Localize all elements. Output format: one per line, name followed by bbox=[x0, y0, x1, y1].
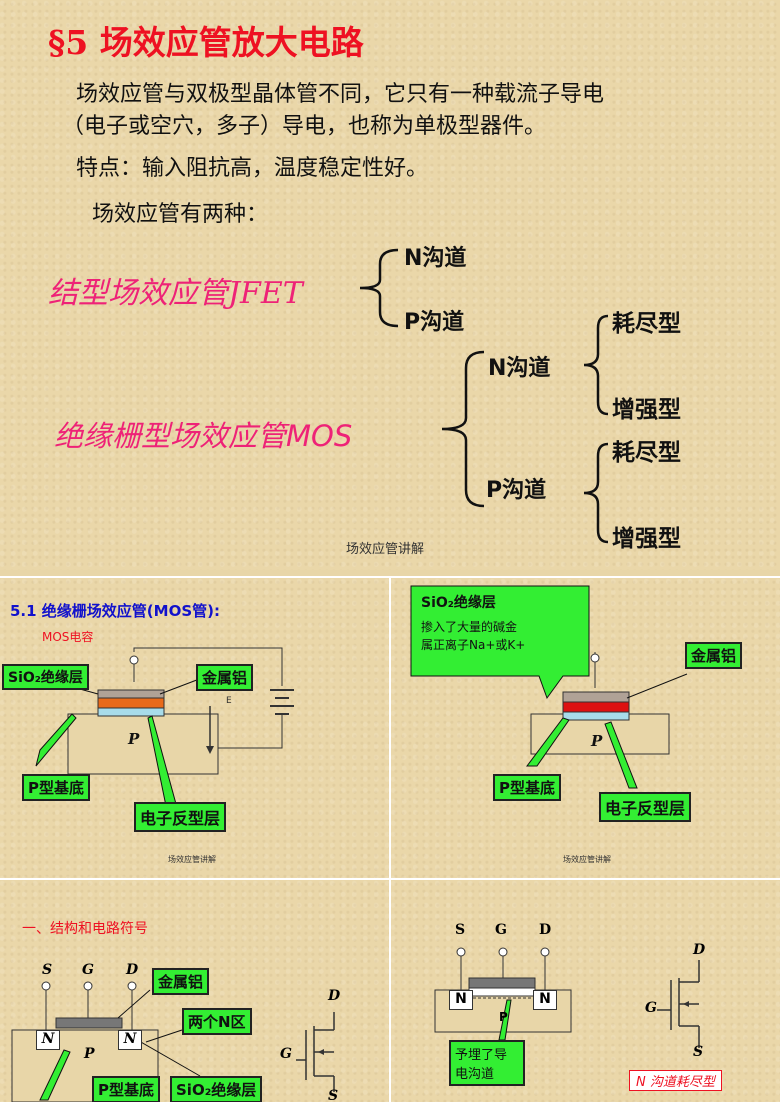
mos-n-depletion: 耗尽型 bbox=[612, 311, 681, 337]
slide5-caption: N 沟道耗尽型 bbox=[629, 1070, 722, 1091]
slide5-drain-label: D bbox=[539, 922, 552, 938]
slide-footer: 场效应管讲解 bbox=[346, 542, 425, 557]
jfet-label: 结型场效应管JFET bbox=[48, 276, 303, 311]
slide5-note-line-1: 予埋了导 bbox=[455, 1048, 508, 1063]
slide3-metal-label: 金属铝 bbox=[685, 642, 743, 669]
slide4-source-label: S bbox=[42, 962, 53, 978]
slide-mos-capacitor: 5.1 绝缘栅场效应管(MOS管): MOS电容 SiO₂绝缘层 金属铝 P E… bbox=[0, 578, 389, 878]
slide2-sub: MOS电容 bbox=[42, 630, 94, 644]
slide4-symbol-g: G bbox=[280, 1046, 292, 1062]
kinds-line: 场效应管有两种： bbox=[92, 202, 269, 227]
slide-structure: 一、结构和电路符号 S G D 金属铝 两个N区 N N P P型基底 SiO₂… bbox=[0, 880, 389, 1102]
sio2-label: SiO₂绝缘层 bbox=[2, 664, 89, 690]
slide5-symbol-s: S bbox=[693, 1044, 704, 1060]
mos-p-depletion: 耗尽型 bbox=[612, 440, 681, 466]
slide3-p-letter: P bbox=[591, 732, 603, 750]
slide4-drain-label: D bbox=[126, 962, 139, 978]
slide5-p-letter: P bbox=[499, 1010, 508, 1024]
slide5-symbol-d: D bbox=[693, 942, 706, 958]
slide-overview: §5 场效应管放大电路 场效应管与双极型晶体管不同，它只有一种载流子导电 （电子… bbox=[0, 0, 780, 570]
slide4-symbol-d: D bbox=[328, 988, 341, 1004]
mos-label: 绝缘栅型场效应管MOS bbox=[54, 419, 353, 453]
intro-line-1: 场效应管与双极型晶体管不同，它只有一种载流子导电 bbox=[76, 82, 605, 107]
slide4-sio2-label: SiO₂绝缘层 bbox=[170, 1076, 263, 1102]
slide5-symbol-g: G bbox=[645, 1000, 657, 1016]
mos-capacitor-diagram bbox=[35, 647, 294, 807]
grid-divider-v bbox=[389, 578, 391, 1102]
intro-line-2: （电子或空穴，多子）导电，也称为单极型器件。 bbox=[62, 114, 547, 139]
slide4-gate-label: G bbox=[82, 962, 94, 978]
features-line: 特点：输入阻抗高，温度稳定性好。 bbox=[76, 156, 429, 181]
battery-e-label: E bbox=[226, 696, 232, 706]
slide5-channel-note: 予埋了导 电沟道 bbox=[449, 1040, 525, 1086]
mos-p-brace bbox=[583, 442, 609, 544]
slide-title: §5 场效应管放大电路 bbox=[48, 23, 364, 62]
slide5-source-label: S bbox=[455, 922, 466, 938]
mos-n-brace bbox=[583, 314, 609, 416]
slide2-footer: 场效应管讲解 bbox=[168, 855, 216, 864]
grid-divider-h1 bbox=[0, 576, 780, 578]
mos-p-enhancement: 增强型 bbox=[612, 526, 681, 552]
slide-depletion-type: S G D N N P 予埋了导 电沟道 D G S N 沟道耗尽型 bbox=[391, 880, 780, 1102]
slide4-metal-label: 金属铝 bbox=[152, 968, 210, 995]
mos-n-enhancement: 增强型 bbox=[612, 397, 681, 423]
slide3-note-line-1: 掺入了大量的碱金 bbox=[421, 620, 518, 634]
slide4-n-region-right: N bbox=[118, 1030, 142, 1050]
slide5-n-region-right: N bbox=[533, 990, 557, 1010]
metal-label: 金属铝 bbox=[196, 664, 254, 691]
slide5-gate-label: G bbox=[495, 922, 507, 938]
slide4-p-letter: P bbox=[84, 1046, 95, 1062]
slide4-two-n-label: 两个N区 bbox=[182, 1008, 252, 1035]
slide3-sio2-title: SiO₂绝缘层 bbox=[421, 595, 496, 611]
slide4-heading: 一、结构和电路符号 bbox=[22, 921, 148, 937]
jfet-p-channel: P沟道 bbox=[404, 310, 465, 335]
mos-n-channel: N沟道 bbox=[488, 356, 551, 381]
slide4-n-region-left: N bbox=[36, 1030, 60, 1050]
slide3-inversion-layer-label: 电子反型层 bbox=[599, 792, 692, 822]
slide5-n-region-left: N bbox=[449, 990, 473, 1010]
slide3-note-line-2: 属正离子Na+或K+ bbox=[421, 638, 526, 652]
slide2-heading: 5.1 绝缘栅场效应管(MOS管): bbox=[10, 602, 220, 620]
mos-p-channel: P沟道 bbox=[486, 478, 547, 503]
slide3-p-substrate-label: P型基底 bbox=[493, 774, 561, 801]
slide3-footer: 场效应管讲解 bbox=[563, 855, 611, 864]
jfet-brace bbox=[359, 248, 399, 328]
p-substrate-label: P型基底 bbox=[22, 774, 90, 801]
mos-brace bbox=[441, 350, 485, 508]
slide4-symbol-s: S bbox=[328, 1088, 339, 1102]
jfet-n-channel: N沟道 bbox=[404, 246, 467, 271]
slide5-note-line-2: 电沟道 bbox=[455, 1067, 495, 1082]
inversion-layer-label: 电子反型层 bbox=[134, 802, 227, 832]
oxide-ions-diagram bbox=[410, 585, 688, 789]
slide-oxide-ions: SiO₂绝缘层 掺入了大量的碱金 属正离子Na+或K+ 金属铝 P P型基底 电… bbox=[391, 578, 780, 878]
slide4-p-substrate-label: P型基底 bbox=[92, 1076, 160, 1102]
p-region-letter: P bbox=[128, 730, 140, 748]
